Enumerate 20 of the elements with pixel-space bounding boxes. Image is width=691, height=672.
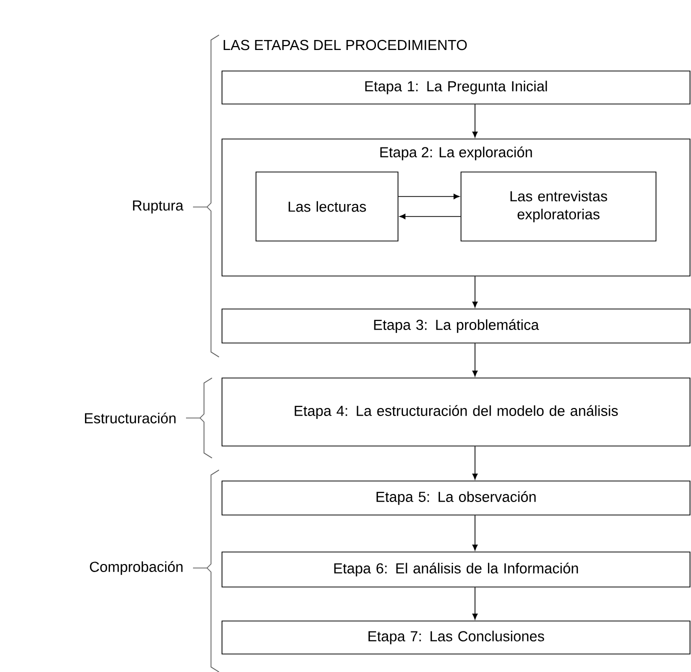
arrow [472,515,478,551]
group-label: Ruptura [133,200,184,214]
process-box: Etapa 5: La observación [222,480,690,516]
arrow [472,446,478,480]
arrow [472,343,478,377]
process-box: Etapa 6: El análisis de la Información [222,552,690,588]
process-box: Etapa 3: La problemática [222,308,690,344]
arrow [472,104,478,138]
sub-box: Las entrevistas exploratorias [460,172,656,242]
arrow [399,214,461,220]
arrow [472,276,478,308]
title: LAS ETAPAS DEL PROCEDIMIENTO [224,40,467,50]
arrow [398,194,460,200]
process-box: Etapa 1: La Pregunta Inicial [222,70,690,104]
sub-box: Las lecturas [256,172,398,242]
arrow [472,587,478,620]
process-box: Etapa 4: La estructuración del modelo de análisis [222,378,690,446]
process-box: Etapa 7: Las Conclusiones [222,620,690,654]
group-label: Estructuración [84,412,176,424]
group-label: Comprobación [90,561,182,575]
